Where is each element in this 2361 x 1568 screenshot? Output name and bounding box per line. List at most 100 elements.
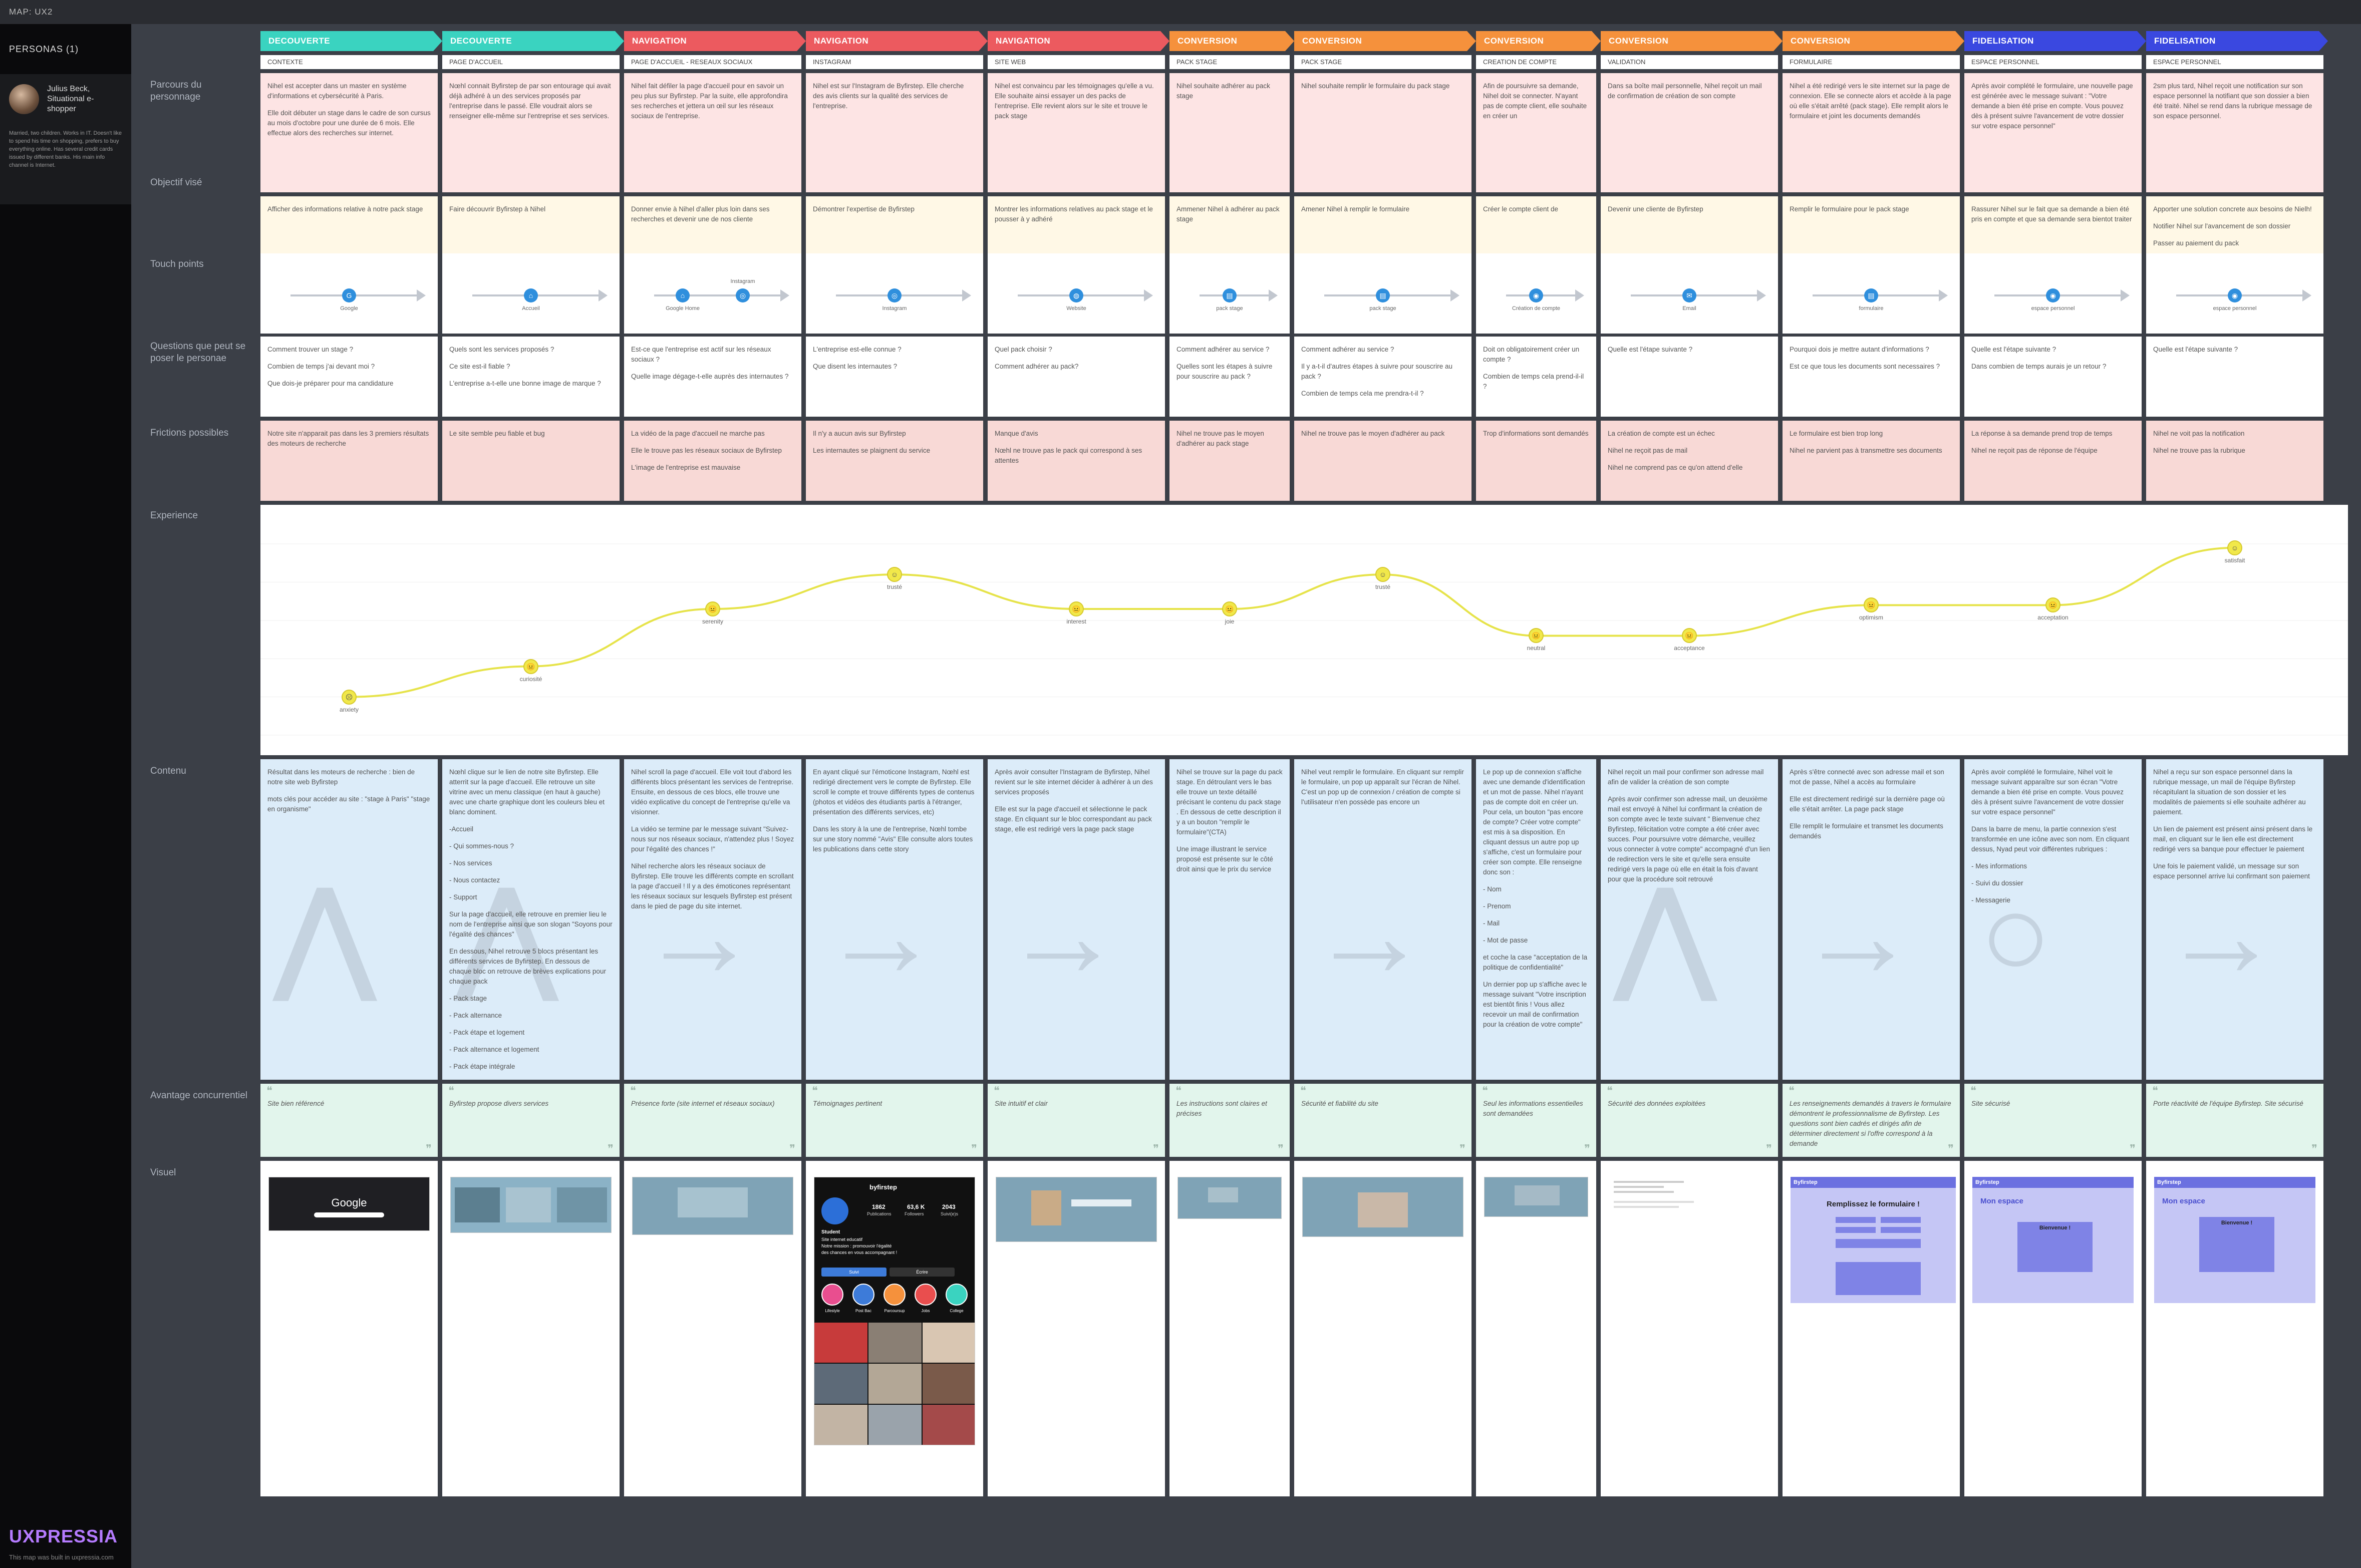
neutral-face-icon[interactable]: 😐 [1069,601,1084,616]
questions-cell[interactable]: Quelle est l'étape suivante ? [1601,337,1778,417]
neutral-face-icon[interactable]: 😐 [1222,601,1237,616]
contenu-cell[interactable]: ⋀Nihel reçoit un mail pour confirmer son… [1601,759,1778,1080]
contenu-cell[interactable]: →En ayant cliqué sur l'émoticone Instagr… [806,759,983,1080]
step-label[interactable]: VALIDATION [1601,55,1778,69]
visuel-cell-siteweb[interactable] [988,1161,1165,1496]
instagram-highlight[interactable] [883,1284,906,1306]
touchpoint-cell[interactable]: ⌂Accueil [442,253,620,334]
questions-cell[interactable]: Quelle est l'étape suivante ?Dans combie… [1964,337,2142,417]
touchpoint-cell[interactable]: ▤pack stage [1294,253,1471,334]
avantage-cell[interactable]: ❝Les instructions sont claires et précis… [1169,1084,1290,1157]
neutral-face-icon[interactable]: 😐 [2045,597,2060,613]
parcours-cell[interactable]: Nœhl connait Byfirstep de par son entour… [442,73,620,192]
home-icon[interactable]: ⌂ [524,288,538,302]
parcours-cell[interactable]: Nihel a été redirigé vers le site intern… [1783,73,1960,192]
home-icon[interactable]: ⌂ [676,288,690,302]
step-label[interactable]: PACK STAGE [1294,55,1471,69]
visuel-cell-pack[interactable] [1169,1161,1290,1496]
step-label[interactable]: ESPACE PERSONNEL [1964,55,2142,69]
touchpoint-cell[interactable]: ◍Website [988,253,1165,334]
questions-cell[interactable]: Quel pack choisir ?Comment adhérer au pa… [988,337,1165,417]
form-input[interactable] [1836,1239,1921,1248]
form-input[interactable] [1836,1227,1876,1233]
instagram-post-thumbnail[interactable] [814,1405,867,1445]
step-label[interactable]: PACK STAGE [1169,55,1290,69]
neutral-face-icon[interactable]: 😐 [1864,597,1879,613]
contenu-cell[interactable]: ○Après avoir complété le formulaire, Nih… [1964,759,2142,1080]
step-label[interactable]: SITE WEB [988,55,1165,69]
frictions-cell[interactable]: Nihel ne trouve pas le moyen d'adhérer a… [1294,421,1471,501]
avantage-cell[interactable]: ❝Seul les informations essentielles sont… [1476,1084,1596,1157]
neutral-face-icon[interactable]: 😐 [523,659,538,674]
happy-face-icon[interactable]: ☺ [887,567,902,582]
parcours-cell[interactable]: Nihel est sur l'Instagram de Byfirstep. … [806,73,983,192]
contenu-cell[interactable]: →Nihel scroll la page d'accueil. Elle vo… [624,759,801,1080]
instagram-highlight[interactable] [852,1284,874,1306]
visuel-cell-accueil[interactable] [442,1161,620,1496]
parcours-cell[interactable]: Après avoir complété le formulaire, une … [1964,73,2142,192]
phase-header[interactable]: CONVERSION [1783,31,1964,51]
form-textarea[interactable] [1836,1262,1921,1295]
step-label[interactable]: FORMULAIRE [1783,55,1960,69]
phase-header[interactable]: CONVERSION [1169,31,1294,51]
phase-header[interactable]: CONVERSION [1476,31,1601,51]
frictions-cell[interactable]: La réponse à sa demande prend trop de te… [1964,421,2142,501]
step-label[interactable]: ESPACE PERSONNEL [2146,55,2323,69]
happy-face-icon[interactable]: ☺ [2227,540,2242,555]
avantage-cell[interactable]: ❝Byfirstep propose divers services❞ [442,1084,620,1157]
globe-icon[interactable]: ◍ [1069,288,1083,302]
touchpoint-cell[interactable]: ✉Email [1601,253,1778,334]
parcours-cell[interactable]: Nihel est convaincu par les témoignages … [988,73,1165,192]
contenu-cell[interactable]: Nihel se trouve sur la page du pack stag… [1169,759,1290,1080]
contenu-cell[interactable]: Le pop up de connexion s'affiche avec un… [1476,759,1596,1080]
phase-header[interactable]: FIDELISATION [2146,31,2328,51]
neutral-face-icon[interactable]: 😐 [1682,628,1697,644]
instagram-icon[interactable]: ◎ [736,288,750,302]
frictions-cell[interactable]: La vidéo de la page d'accueil ne marche … [624,421,801,501]
parcours-cell[interactable]: 2sm plus tard, Nihel reçoit une notifica… [2146,73,2323,192]
questions-cell[interactable]: Comment adhérer au service ?Il y a-t-il … [1294,337,1471,417]
instagram-post-thumbnail[interactable] [868,1364,922,1404]
document-icon[interactable]: ▤ [1223,288,1237,302]
avantage-cell[interactable]: ❝Site bien référencé❞ [260,1084,438,1157]
phase-header[interactable]: CONVERSION [1294,31,1476,51]
visuel-cell-compte[interactable] [1476,1161,1596,1496]
visuel-cell-espace[interactable]: Byfirstep Mon espace Bienvenue ! [1964,1161,2142,1496]
touchpoint-cell[interactable]: ◉espace personnel [2146,253,2323,334]
avantage-cell[interactable]: ❝Site intuitif et clair❞ [988,1084,1165,1157]
phase-header[interactable]: DECOUVERTE [260,31,442,51]
visuel-cell-google[interactable]: Google [260,1161,438,1496]
personas-title[interactable]: PERSONAS (1) [9,44,79,54]
visuel-cell-mail[interactable] [1601,1161,1778,1496]
instagram-message-button[interactable]: Écrire [890,1268,955,1277]
step-label[interactable]: PAGE D'ACCUEIL [442,55,620,69]
instagram-highlight[interactable] [915,1284,937,1306]
step-label[interactable]: PAGE D'ACCUEIL - RESEAUX SOCIAUX [624,55,801,69]
questions-cell[interactable]: Doit on obligatoirement créer un compte … [1476,337,1596,417]
instagram-post-thumbnail[interactable] [923,1364,975,1404]
frictions-cell[interactable]: Notre site n'apparait pas dans les 3 pre… [260,421,438,501]
form-input[interactable] [1881,1217,1921,1223]
questions-cell[interactable]: L'entreprise est-elle connue ?Que disent… [806,337,983,417]
contenu-cell[interactable]: ⋀Nœhl clique sur le lien de notre site B… [442,759,620,1080]
frictions-cell[interactable]: Nihel ne trouve pas le moyen d'adhérer a… [1169,421,1290,501]
questions-cell[interactable]: Quelle est l'étape suivante ? [2146,337,2323,417]
happy-face-icon[interactable]: ☺ [1375,567,1390,582]
contenu-cell[interactable]: →Après s'être connecté avec son adresse … [1783,759,1960,1080]
frictions-cell[interactable]: Le site semble peu fiable et bug [442,421,620,501]
step-label[interactable]: CONTEXTE [260,55,438,69]
questions-cell[interactable]: Est-ce que l'entreprise est actif sur le… [624,337,801,417]
avantage-cell[interactable]: ❝Les renseignements demandés à travers l… [1783,1084,1960,1157]
touchpoint-cell[interactable]: ⌂Google Home◎Instagram [624,253,801,334]
frictions-cell[interactable]: Trop d'informations sont demandés [1476,421,1596,501]
parcours-cell[interactable]: Nihel souhaite adhérer au pack stage [1169,73,1290,192]
questions-cell[interactable]: Quels sont les services proposés ?Ce sit… [442,337,620,417]
phase-header[interactable]: FIDELISATION [1964,31,2146,51]
neutral-face-icon[interactable]: 😐 [1529,628,1544,644]
instagram-follow-button[interactable]: Suivi [821,1268,887,1277]
avantage-cell[interactable]: ❝Témoignages pertinent❞ [806,1084,983,1157]
parcours-cell[interactable]: Nihel souhaite remplir le formulaire du … [1294,73,1471,192]
persona-card[interactable]: Julius Beck, Situational e-shopper Marri… [0,74,131,204]
